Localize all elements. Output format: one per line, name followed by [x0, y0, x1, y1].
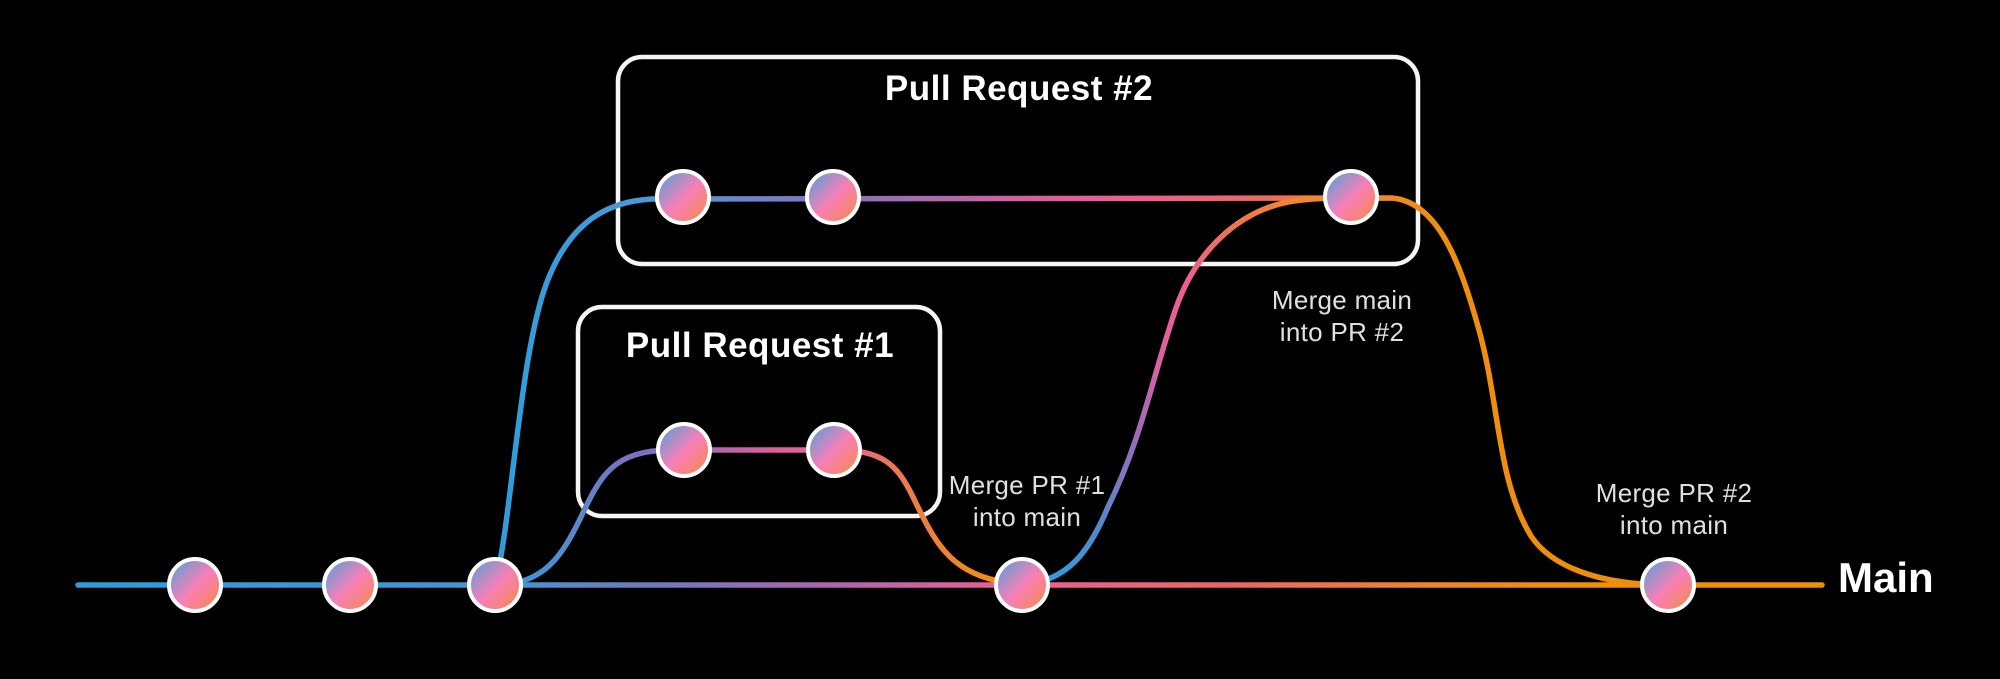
pr-boxes [575, 54, 1421, 519]
commit-node-pr1-1 [656, 422, 712, 478]
annotation-line: Merge PR #2 [1596, 478, 1752, 508]
commit-node-main-2 [322, 557, 378, 613]
commit-node-pr1-2 [806, 422, 862, 478]
annotation-line: into main [1620, 510, 1728, 540]
annotation-line: into main [973, 502, 1081, 532]
labels: Pull Request #2 Pull Request #1 Merge PR… [626, 69, 1934, 601]
annotation-merge-main-into-pr2: Merge main into PR #2 [1272, 285, 1412, 347]
commit-node-merge-main-into-pr2 [1323, 169, 1379, 225]
main-branch-label: Main [1838, 554, 1934, 601]
pr2-branch-line [492, 195, 1675, 588]
annotation-line: Merge main [1272, 285, 1412, 315]
annotation-merge-pr1-into-main: Merge PR #1 into main [949, 470, 1105, 532]
merge-main-into-pr2-line [1019, 195, 1354, 588]
commit-nodes [167, 169, 1696, 613]
annotation-line: Merge PR #1 [949, 470, 1105, 500]
commit-node-main-1 [167, 557, 223, 613]
pull-request-2-title: Pull Request #2 [885, 69, 1153, 108]
pull-request-2-box [615, 54, 1421, 267]
pr1-branch-line [495, 447, 1029, 588]
commit-node-merge-pr2-into-main [1640, 557, 1696, 613]
pull-request-1-box [575, 304, 943, 519]
commit-node-pr2-2 [805, 169, 861, 225]
commit-node-pr2-1 [655, 169, 711, 225]
commit-node-main-3-branch-point [467, 557, 523, 613]
annotation-merge-pr2-into-main: Merge PR #2 into main [1596, 478, 1752, 540]
pull-request-1-title: Pull Request #1 [626, 326, 894, 365]
annotation-line: into PR #2 [1280, 317, 1404, 347]
commit-node-merge-pr1-into-main [994, 557, 1050, 613]
branch-lines [75, 195, 1825, 588]
